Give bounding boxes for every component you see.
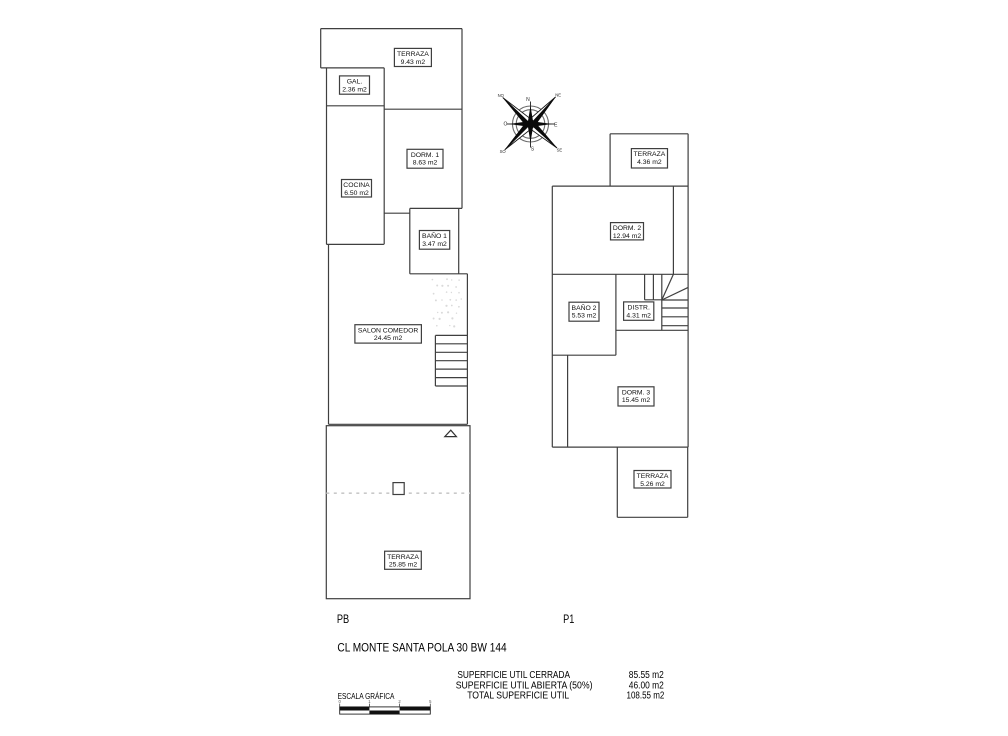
svg-text:DORM. 2: DORM. 2: [613, 225, 642, 232]
svg-text:PB: PB: [337, 612, 349, 626]
svg-text:SUPERFICIE UTIL CERRADA: SUPERFICIE UTIL CERRADA: [457, 670, 570, 681]
svg-text:BAÑO 2: BAÑO 2: [572, 303, 597, 312]
svg-text:12.94 m2: 12.94 m2: [613, 233, 642, 240]
svg-text:2: 2: [398, 699, 401, 704]
svg-text:GAL.: GAL.: [347, 79, 363, 86]
svg-text:SALON COMEDOR: SALON COMEDOR: [358, 327, 419, 334]
svg-text:DORM. 3: DORM. 3: [622, 389, 651, 396]
svg-text:3.47 m2: 3.47 m2: [422, 241, 447, 248]
svg-text:S: S: [531, 146, 535, 152]
svg-text:2.36 m2: 2.36 m2: [342, 86, 367, 93]
svg-text:TERRAZA: TERRAZA: [387, 554, 419, 561]
svg-text:0: 0: [339, 699, 342, 704]
svg-text:85.55 m2: 85.55 m2: [629, 670, 664, 681]
svg-text:15.45 m2: 15.45 m2: [622, 397, 651, 404]
svg-text:SO: SO: [500, 149, 507, 154]
svg-text:O: O: [504, 122, 508, 128]
svg-text:TOTAL SUPERFICIE UTIL: TOTAL SUPERFICIE UTIL: [467, 690, 569, 701]
svg-text:E: E: [554, 122, 558, 128]
svg-text:SUPERFICIE UTIL ABIERTA (50%): SUPERFICIE UTIL ABIERTA (50%): [456, 681, 593, 692]
svg-text:25.85 m2: 25.85 m2: [389, 562, 418, 569]
svg-text:DORM. 1: DORM. 1: [411, 152, 440, 159]
svg-text:4.31 m2: 4.31 m2: [626, 312, 651, 319]
svg-text:8.63 m2: 8.63 m2: [413, 160, 438, 167]
svg-text:46.00 m2: 46.00 m2: [629, 681, 664, 692]
svg-text:P1: P1: [563, 612, 574, 626]
svg-text:TERRAZA: TERRAZA: [397, 51, 429, 58]
svg-text:CL MONTE SANTA POLA 30 BW 144: CL MONTE SANTA POLA 30 BW 144: [337, 640, 506, 654]
svg-text:108.55 m2: 108.55 m2: [627, 690, 665, 701]
svg-text:N: N: [526, 97, 530, 103]
svg-text:NO: NO: [498, 93, 505, 98]
svg-text:TERRAZA: TERRAZA: [634, 151, 666, 158]
svg-text:5: 5: [429, 699, 432, 704]
svg-text:24.45 m2: 24.45 m2: [374, 335, 403, 342]
svg-text:TERRAZA: TERRAZA: [637, 473, 669, 480]
svg-text:BAÑO 1: BAÑO 1: [422, 231, 447, 240]
svg-text:ESCALA GRÁFICA: ESCALA GRÁFICA: [338, 692, 395, 701]
svg-text:1: 1: [368, 699, 371, 704]
svg-text:9.43 m2: 9.43 m2: [401, 59, 426, 66]
svg-text:COCINA: COCINA: [343, 182, 370, 189]
svg-text:4.36 m2: 4.36 m2: [637, 159, 662, 166]
svg-text:SE: SE: [557, 148, 563, 153]
svg-text:DISTR.: DISTR.: [628, 305, 650, 312]
svg-text:6.50 m2: 6.50 m2: [344, 190, 369, 197]
svg-text:5.26 m2: 5.26 m2: [640, 481, 665, 488]
svg-text:5.53 m2: 5.53 m2: [572, 313, 597, 320]
svg-text:NE: NE: [555, 93, 561, 98]
